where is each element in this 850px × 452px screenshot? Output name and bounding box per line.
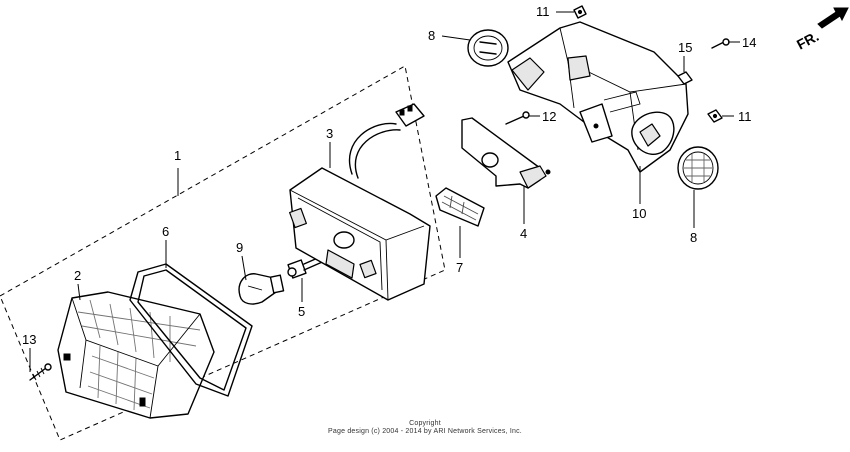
callout-3: 3 bbox=[326, 126, 333, 141]
callout-1: 1 bbox=[174, 148, 181, 163]
grommet-8-top-part[interactable] bbox=[467, 29, 509, 67]
callout-10: 10 bbox=[632, 206, 646, 221]
screw-13-part[interactable] bbox=[29, 363, 52, 381]
callout-5: 5 bbox=[298, 304, 305, 319]
bracket-4-part[interactable] bbox=[461, 117, 551, 189]
nut-15-part[interactable] bbox=[677, 71, 693, 85]
callout-2: 2 bbox=[74, 268, 81, 283]
callout-4: 4 bbox=[520, 226, 527, 241]
callout-7: 7 bbox=[456, 260, 463, 275]
callout-15: 15 bbox=[678, 40, 692, 55]
assembly-boundary bbox=[0, 65, 446, 441]
front-label: FR. bbox=[794, 28, 821, 53]
copyright-label: Copyright bbox=[409, 420, 441, 427]
reflector-7-part[interactable] bbox=[435, 187, 485, 227]
callout-labels: 1 2 3 4 5 6 7 8 8 9 10 11 11 12 13 14 15 bbox=[22, 4, 756, 347]
nut-11-top-part[interactable] bbox=[573, 5, 587, 19]
lens-part[interactable] bbox=[57, 291, 215, 419]
callout-12: 12 bbox=[542, 109, 556, 124]
page-design-credit: Page design (c) 2004 - 2014 by ARI Netwo… bbox=[328, 428, 522, 435]
callout-11-top: 11 bbox=[536, 4, 550, 19]
callout-6: 6 bbox=[162, 224, 169, 239]
callout-8-top: 8 bbox=[428, 28, 435, 43]
arrow-up-right-icon bbox=[817, 7, 849, 29]
bulb-part[interactable] bbox=[238, 273, 285, 305]
housing-part[interactable] bbox=[289, 103, 431, 301]
callout-14: 14 bbox=[742, 35, 756, 50]
callout-9: 9 bbox=[236, 240, 243, 255]
leader-lines bbox=[29, 11, 740, 372]
grommet-8-bottom-part[interactable] bbox=[677, 146, 719, 190]
nut-11-right-part[interactable] bbox=[707, 109, 723, 123]
callout-8-bottom: 8 bbox=[690, 230, 697, 245]
front-direction-indicator: FR. bbox=[794, 7, 849, 53]
base-10-part[interactable] bbox=[507, 21, 689, 173]
screw-14-part[interactable] bbox=[711, 38, 730, 49]
screw-12-part[interactable] bbox=[505, 111, 530, 125]
callout-11-right: 11 bbox=[738, 109, 752, 124]
callout-13: 13 bbox=[22, 332, 36, 347]
